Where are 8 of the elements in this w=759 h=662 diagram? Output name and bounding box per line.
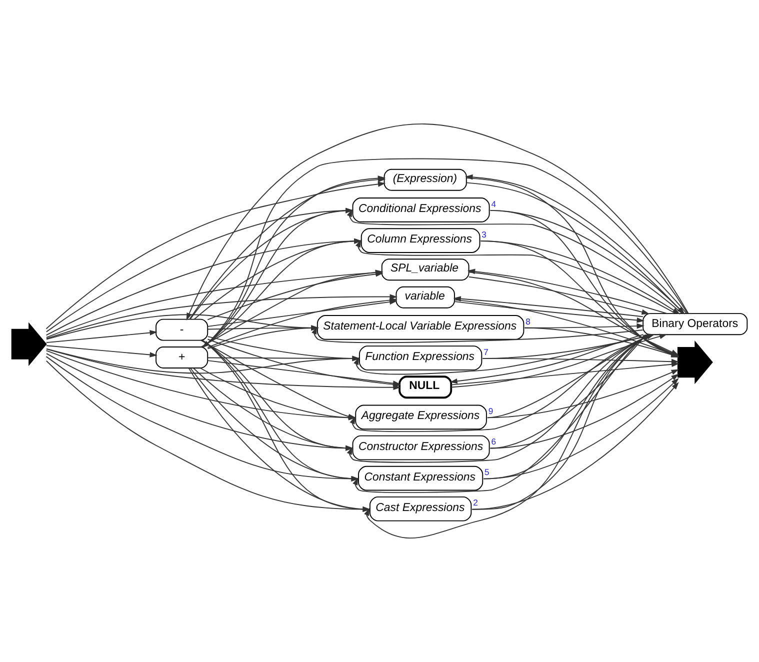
node-label: 4 bbox=[491, 198, 496, 209]
node-label: 3 bbox=[482, 229, 486, 240]
node-label: 8 bbox=[526, 316, 530, 326]
node-label: 5 bbox=[484, 467, 490, 478]
node-label: 2 bbox=[473, 498, 478, 508]
node-label: 6 bbox=[491, 436, 496, 447]
node-label: 7 bbox=[484, 346, 488, 357]
node-label: 9 bbox=[488, 406, 494, 416]
